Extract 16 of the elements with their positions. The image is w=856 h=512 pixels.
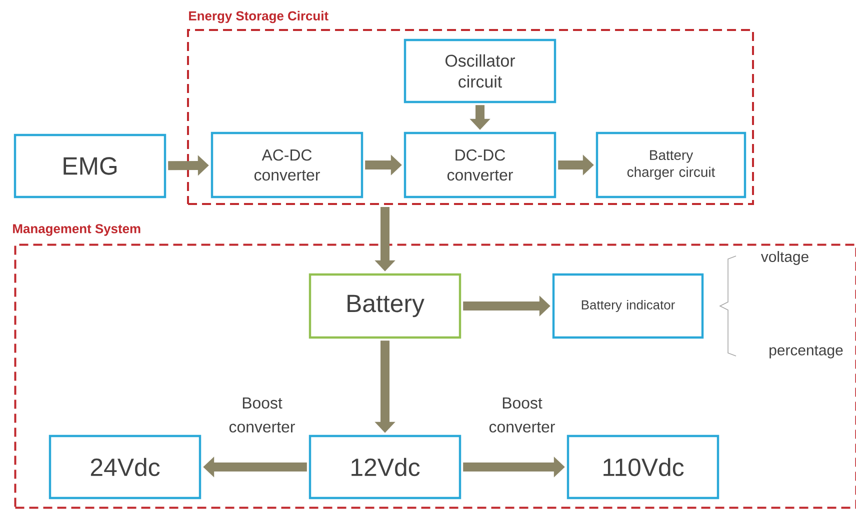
- process-box: Battery indicator: [552, 273, 704, 339]
- process-box: Battery charger circuit: [596, 132, 746, 198]
- process-box: 12Vdc: [308, 434, 462, 500]
- process-box: 110Vdc: [566, 434, 720, 500]
- process-box: Battery: [308, 273, 462, 339]
- process-box: AC-DC converter: [210, 132, 364, 198]
- process-box: DC-DC converter: [404, 132, 556, 198]
- side-label: voltage: [760, 251, 808, 265]
- process-box: 24Vdc: [48, 434, 202, 500]
- edge-label: Boost converter: [226, 396, 298, 434]
- node-label: Management System: [13, 224, 140, 236]
- process-box: EMG: [14, 134, 166, 198]
- node-label: Energy Storage Circuit: [189, 10, 328, 24]
- process-box: Oscillator circuit: [404, 38, 556, 104]
- edge-label: Boost converter: [486, 396, 558, 434]
- side-label: percentage: [770, 346, 843, 358]
